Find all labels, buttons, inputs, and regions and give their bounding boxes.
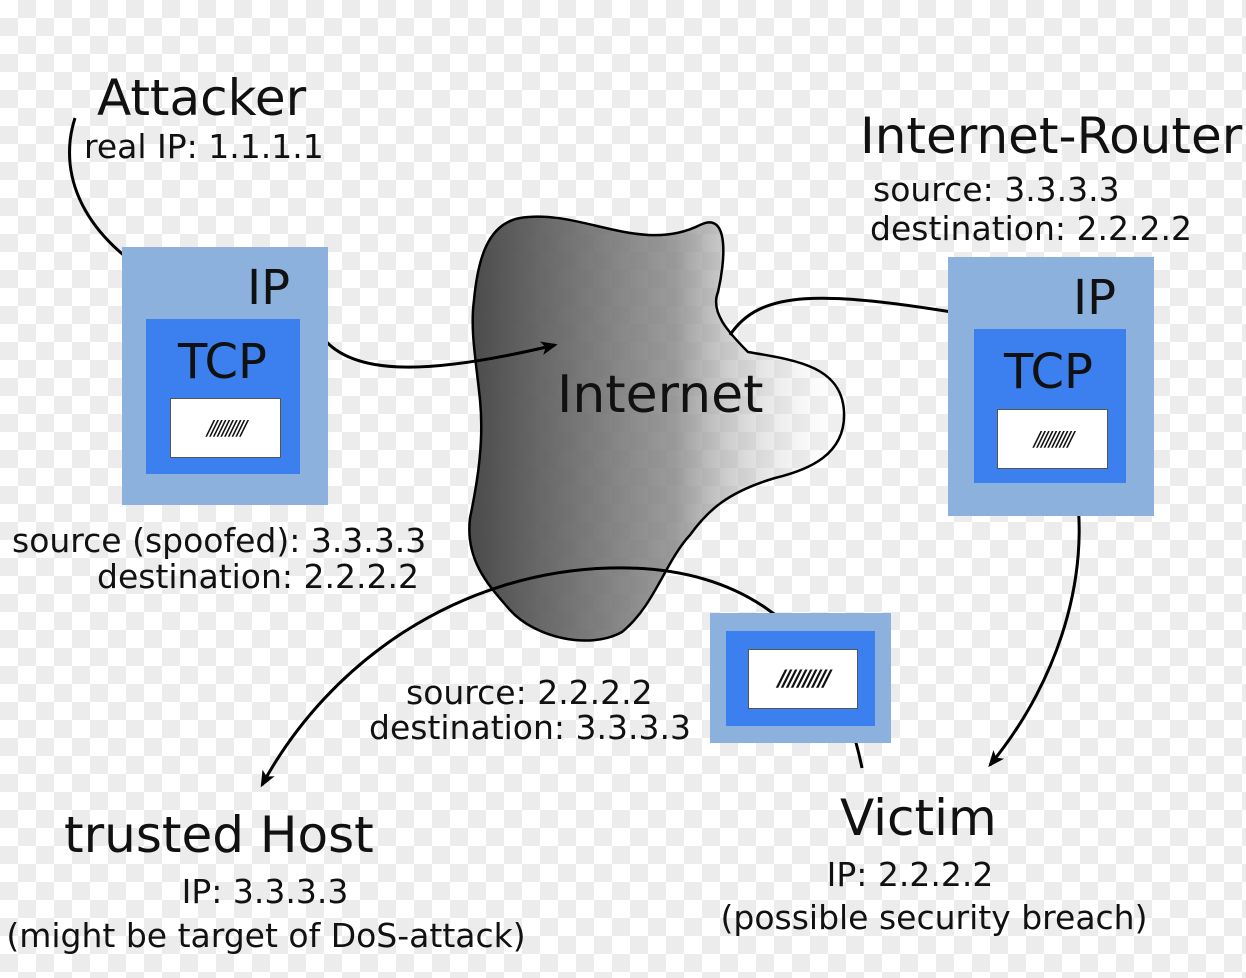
router-destination: destination: 2.2.2.2 [870, 209, 1192, 248]
attacker-packet-ip-label: IP [247, 260, 291, 316]
spoofed-destination: destination: 2.2.2.2 [97, 557, 419, 596]
router-packet-payload: ////////// [997, 409, 1108, 469]
trusted-host-note: (might be target of DoS-attack) [6, 916, 526, 955]
attacker-title: Attacker [97, 69, 307, 127]
reply-source: source: 2.2.2.2 [406, 673, 653, 712]
spoofed-source: source (spoofed): 3.3.3.3 [12, 521, 427, 560]
trusted-host-title: trusted Host [64, 806, 374, 864]
attacker-packet-tcp-label: TCP [178, 334, 267, 390]
router-title: Internet-Router [860, 107, 1243, 165]
router-source: source: 3.3.3.3 [873, 170, 1120, 209]
router-packet-tcp-label: TCP [1004, 344, 1093, 400]
arrow-internet-to-router [728, 296, 973, 336]
victim-title: Victim [840, 789, 997, 847]
internet-label: Internet [557, 365, 764, 425]
reply-packet-payload: ////////// [748, 649, 858, 709]
reply-destination: destination: 3.3.3.3 [369, 708, 691, 747]
router-packet-ip-label: IP [1073, 270, 1117, 326]
attacker-real-ip: real IP: 1.1.1.1 [84, 127, 324, 166]
trusted-host-ip: IP: 3.3.3.3 [181, 872, 349, 911]
victim-ip: IP: 2.2.2.2 [826, 855, 994, 894]
victim-note: (possible security breach) [720, 898, 1148, 937]
internet-cloud [468, 215, 846, 642]
attacker-packet-payload: ////////// [170, 398, 281, 458]
